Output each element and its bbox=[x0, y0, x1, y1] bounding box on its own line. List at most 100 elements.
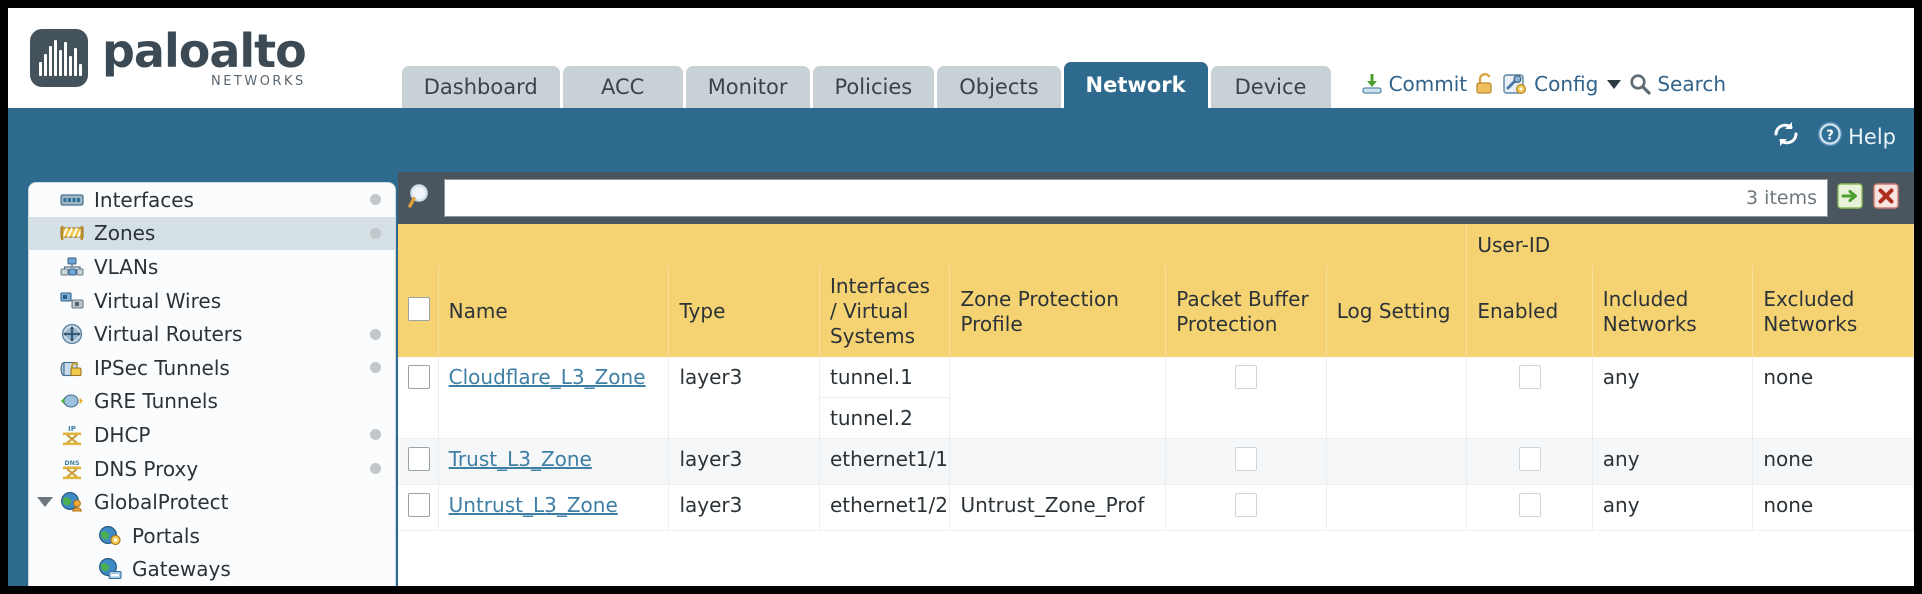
zone-name-link[interactable]: Untrust_L3_Zone bbox=[448, 493, 618, 517]
tab-device[interactable]: Device bbox=[1210, 66, 1331, 108]
sidebar-item-zones[interactable]: Zones bbox=[29, 216, 395, 251]
sidebar-status-dot bbox=[370, 328, 381, 340]
expand-triangle-icon[interactable] bbox=[37, 497, 53, 508]
commit-button[interactable]: Commit bbox=[1360, 72, 1468, 96]
search-input[interactable] bbox=[455, 187, 1739, 209]
zone-name-link[interactable]: Trust_L3_Zone bbox=[448, 447, 592, 471]
row-select-checkbox[interactable] bbox=[408, 365, 430, 389]
portals-icon bbox=[97, 525, 123, 547]
config-icon bbox=[1503, 72, 1529, 96]
config-menu[interactable]: Config bbox=[1503, 72, 1622, 96]
filter-bar: 3 items bbox=[398, 172, 1914, 224]
cell-userid-enabled bbox=[1466, 438, 1593, 485]
zones-icon bbox=[59, 222, 85, 244]
sidebar-item-vlans[interactable]: VLANs bbox=[29, 250, 395, 284]
search-icon bbox=[1628, 72, 1652, 96]
column-header-zone-protection-profile[interactable]: Zone Protection Profile bbox=[949, 266, 1167, 357]
help-button[interactable]: ? Help bbox=[1817, 121, 1896, 152]
sidebar-item-dns-proxy[interactable]: DNS DNS Proxy bbox=[29, 452, 395, 486]
cell-interfaces: ethernet1/1 bbox=[819, 438, 951, 485]
tab-objects[interactable]: Objects bbox=[937, 66, 1061, 108]
commit-label: Commit bbox=[1388, 72, 1468, 96]
row-select-cell bbox=[398, 438, 439, 485]
sidebar-item-gateways[interactable]: Gateways bbox=[29, 553, 395, 586]
dhcp-icon: IP bbox=[59, 424, 85, 446]
userid-enabled-checkbox[interactable] bbox=[1518, 493, 1541, 517]
sidebar-item-portals[interactable]: Portals bbox=[29, 519, 395, 553]
userid-enabled-checkbox[interactable] bbox=[1518, 365, 1541, 389]
zones-table-wrapper: User-ID Name Type Interfaces / Virtual S… bbox=[398, 224, 1914, 586]
sidebar-item-label: DHCP bbox=[94, 422, 151, 447]
column-header-type[interactable]: Type bbox=[668, 266, 820, 357]
column-header-name[interactable]: Name bbox=[438, 266, 670, 357]
vlans-icon bbox=[59, 256, 85, 278]
row-select-cell bbox=[398, 484, 439, 531]
top-bar: paloalto NETWORKS Dashboard ACC Monitor … bbox=[8, 8, 1914, 108]
row-select-checkbox[interactable] bbox=[408, 493, 430, 517]
row-select-cell bbox=[398, 357, 439, 439]
sidebar-item-label: IPSec Tunnels bbox=[94, 355, 230, 380]
userid-enabled-checkbox[interactable] bbox=[1518, 447, 1541, 471]
sidebar-item-virtual-routers[interactable]: Virtual Routers bbox=[29, 317, 395, 351]
column-header-packet-buffer-protection[interactable]: Packet Buffer Protection bbox=[1165, 266, 1327, 357]
column-header-interfaces[interactable]: Interfaces / Virtual Systems bbox=[819, 266, 951, 357]
sidebar-item-label: GRE Tunnels bbox=[94, 389, 218, 414]
sidebar-status-dot bbox=[370, 194, 381, 206]
network-sidebar: Interfaces Zones bbox=[28, 182, 396, 586]
select-all-header bbox=[398, 266, 439, 357]
column-header-excluded-networks[interactable]: Excluded Networks bbox=[1752, 266, 1914, 357]
cell-packet-buffer-protection bbox=[1165, 357, 1327, 439]
sidebar-item-dhcp[interactable]: IP DHCP bbox=[29, 418, 395, 452]
sidebar-item-interfaces[interactable]: Interfaces bbox=[29, 183, 395, 217]
sidebar-item-virtual-wires[interactable]: Virtual Wires bbox=[29, 284, 395, 318]
apply-filter-icon[interactable] bbox=[1836, 182, 1864, 215]
sidebar-item-ipsec-tunnels[interactable]: IPSec Tunnels bbox=[29, 351, 395, 385]
clear-filter-icon[interactable] bbox=[1872, 182, 1900, 215]
table-row[interactable]: Cloudflare_L3_Zone layer3 tunnel.1 tunne… bbox=[398, 357, 1914, 439]
cell-excluded-networks: none bbox=[1752, 357, 1914, 439]
ipsec-tunnels-icon bbox=[59, 357, 85, 379]
lock-button[interactable] bbox=[1474, 72, 1496, 96]
interface-entry: tunnel.1 bbox=[819, 357, 950, 398]
packet-buffer-protection-checkbox[interactable] bbox=[1234, 493, 1257, 517]
tab-network[interactable]: Network bbox=[1063, 62, 1208, 108]
column-header-enabled[interactable]: Enabled bbox=[1466, 266, 1593, 357]
column-header-included-networks[interactable]: Included Networks bbox=[1592, 266, 1754, 357]
sidebar-item-label: GlobalProtect bbox=[94, 490, 229, 515]
table-header-row: Name Type Interfaces / Virtual Systems Z… bbox=[398, 266, 1914, 357]
palo-alto-logo: paloalto NETWORKS bbox=[30, 28, 307, 88]
filter-input-wrapper[interactable]: 3 items bbox=[444, 179, 1828, 217]
search-label: Search bbox=[1657, 72, 1727, 96]
interface-entry: tunnel.2 bbox=[829, 406, 913, 430]
column-header-log-setting[interactable]: Log Setting bbox=[1326, 266, 1468, 357]
packet-buffer-protection-checkbox[interactable] bbox=[1234, 447, 1257, 471]
cell-name: Cloudflare_L3_Zone bbox=[438, 357, 670, 439]
select-all-checkbox[interactable] bbox=[408, 296, 430, 321]
zones-table: User-ID Name Type Interfaces / Virtual S… bbox=[398, 224, 1914, 531]
tab-acc[interactable]: ACC bbox=[562, 66, 683, 108]
table-row[interactable]: Trust_L3_Zone layer3 ethernet1/1 any bbox=[398, 438, 1914, 485]
sidebar-status-dot bbox=[370, 227, 381, 239]
sidebar-item-globalprotect[interactable]: GlobalProtect bbox=[29, 485, 395, 519]
lock-icon bbox=[1474, 72, 1496, 96]
zone-name-link[interactable]: Cloudflare_L3_Zone bbox=[448, 365, 646, 389]
sidebar-item-label: Interfaces bbox=[94, 187, 194, 212]
sidebar-status-dot bbox=[370, 463, 381, 475]
cell-excluded-networks: none bbox=[1752, 484, 1914, 531]
tab-dashboard[interactable]: Dashboard bbox=[401, 66, 560, 108]
secondary-bar: ? Help bbox=[8, 108, 1914, 172]
search-button[interactable]: Search bbox=[1628, 72, 1726, 96]
sidebar-item-label: Zones bbox=[94, 221, 156, 246]
logo-mark-icon bbox=[30, 29, 88, 87]
sidebar-item-gre-tunnels[interactable]: GRE Tunnels bbox=[29, 385, 395, 419]
sidebar-status-dot bbox=[370, 362, 381, 374]
tab-policies[interactable]: Policies bbox=[812, 66, 935, 108]
row-select-checkbox[interactable] bbox=[408, 447, 430, 471]
cell-name: Untrust_L3_Zone bbox=[438, 484, 670, 531]
tab-monitor[interactable]: Monitor bbox=[685, 66, 810, 108]
sidebar-item-label: DNS Proxy bbox=[94, 456, 199, 481]
packet-buffer-protection-checkbox[interactable] bbox=[1234, 365, 1257, 389]
refresh-icon[interactable] bbox=[1771, 120, 1801, 153]
table-row[interactable]: Untrust_L3_Zone layer3 ethernet1/2 Untru… bbox=[398, 484, 1914, 531]
